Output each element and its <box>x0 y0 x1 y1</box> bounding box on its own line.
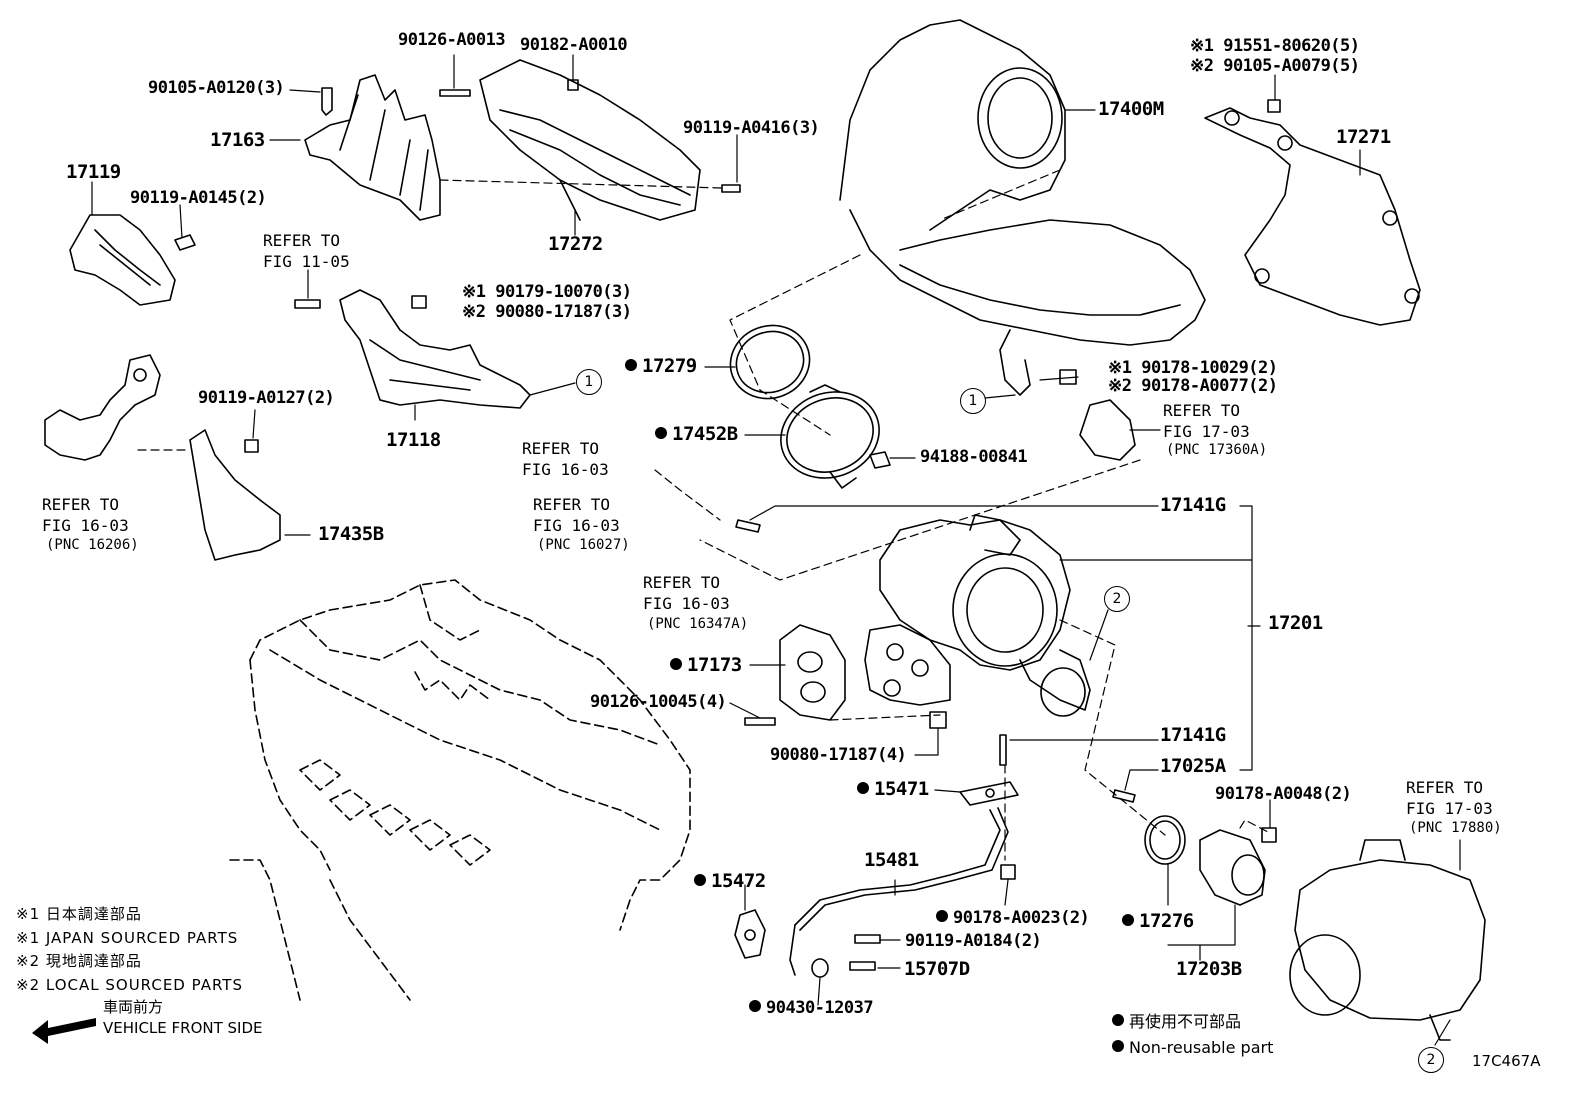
bracket-17119 <box>69 214 176 306</box>
label-90126-10045: 90126-10045(4) <box>590 692 727 712</box>
label-17271: 17271 <box>1336 126 1391 148</box>
label-90178-A0023: 90178-A0023(2) <box>936 910 1090 927</box>
label-17118: 17118 <box>386 429 441 451</box>
gasket-17276 <box>1144 815 1186 865</box>
label-90182-A0010: 90182-A0010 <box>520 35 628 55</box>
label-90105-A0079: ※2 90105-A0079(5) <box>1190 56 1360 76</box>
insulator-17163 <box>304 74 441 221</box>
gasket-15471 <box>959 781 1019 806</box>
ref-fig-16-03-c: REFER TO FIG 16-03 <box>533 495 620 535</box>
legend-japan-sourced-en: ※1 JAPAN SOURCED PARTS <box>16 929 239 947</box>
pipe-17360A <box>1079 399 1136 461</box>
ref-fig-11-05: REFER TO FIG 11-05 <box>263 231 350 271</box>
label-17435B: 17435B <box>318 523 384 545</box>
manifold-17400M <box>839 19 1206 396</box>
label-90178-10029: ※1 90178-10029(2) <box>1108 358 1278 378</box>
turbocharger-17201 <box>864 514 1091 717</box>
front-arrow <box>32 1018 96 1044</box>
callout-1-left: 1 <box>576 369 602 395</box>
label-90119-A0127: 90119-A0127(2) <box>198 388 335 408</box>
insulator-17272 <box>479 59 701 221</box>
ref-fig-16-03-a: REFER TO FIG 16-03 <box>42 495 129 535</box>
ref-fig-16-03-b: REFER TO FIG 16-03 <box>522 439 609 479</box>
label-17452B: 17452B <box>655 425 738 444</box>
callout-2-bottom: 2 <box>1418 1047 1444 1073</box>
legend-non-reusable-en: Non-reusable part <box>1112 1040 1273 1056</box>
pnc-17880: (PNC 17880) <box>1409 820 1502 836</box>
label-91551-80620: ※1 91551-80620(5) <box>1190 36 1360 56</box>
ref-fig-17-03-b: REFER TO FIG 17-03 <box>1406 778 1493 818</box>
legend-non-reusable-jp: 再使用不可部品 <box>1112 1014 1241 1030</box>
legend-vehicle-front-en: VEHICLE FRONT SIDE <box>103 1019 263 1037</box>
elbow-17203B <box>1199 829 1266 906</box>
callout-2-top: 2 <box>1104 586 1130 612</box>
ref-fig-17-03-a: REFER TO FIG 17-03 <box>1163 401 1250 441</box>
label-90178-A0077: ※2 90178-A0077(2) <box>1108 376 1278 396</box>
label-90119-A0184: 90119-A0184(2) <box>905 931 1042 951</box>
label-17201: 17201 <box>1268 612 1323 634</box>
label-90105-A0120: 90105-A0120(3) <box>148 78 285 98</box>
label-17173: 17173 <box>670 656 742 675</box>
label-17119: 17119 <box>66 161 121 183</box>
label-17141G-bottom: 17141G <box>1160 724 1226 746</box>
label-94188-00841: 94188-00841 <box>920 447 1028 467</box>
label-17279: 17279 <box>625 357 697 376</box>
label-17141G-top: 17141G <box>1160 494 1226 516</box>
label-15471: 15471 <box>857 780 929 799</box>
pnc-17360A: (PNC 17360A) <box>1166 442 1268 458</box>
assembly-dashes <box>137 169 1269 861</box>
label-90179-10070: ※1 90179-10070(3) <box>462 282 632 302</box>
label-17272: 17272 <box>548 233 603 255</box>
label-17276: 17276 <box>1122 912 1194 931</box>
bracket-17435B <box>189 429 281 561</box>
label-15481: 15481 <box>864 849 919 871</box>
fasteners <box>174 79 1281 978</box>
cover-17271 <box>1204 107 1421 326</box>
legend-local-sourced-jp: ※2 現地調達部品 <box>16 952 142 970</box>
callout-1-right: 1 <box>960 388 986 414</box>
label-90119-A0145: 90119-A0145(2) <box>130 188 267 208</box>
pnc-16206: (PNC 16206) <box>46 537 139 553</box>
legend-local-sourced-en: ※2 LOCAL SOURCED PARTS <box>16 976 243 994</box>
ref-fig-16-03-d: REFER TO FIG 16-03 <box>643 573 730 613</box>
label-90080-17187-3: ※2 90080-17187(3) <box>462 302 632 322</box>
gasket-17173 <box>779 624 846 721</box>
label-90178-A0048: 90178-A0048(2) <box>1215 784 1352 804</box>
engine-block-outline <box>229 579 691 1001</box>
pnc-16347A: (PNC 16347A) <box>647 616 749 632</box>
bracket-17118 <box>339 289 531 409</box>
pnc-16027: (PNC 16027) <box>537 537 630 553</box>
label-90119-A0416: 90119-A0416(3) <box>683 118 820 138</box>
label-90430-12037: 90430-12037 <box>749 1000 874 1017</box>
legend-vehicle-front-jp: 車両前方 <box>103 998 164 1016</box>
converter-17880 <box>1289 839 1486 1041</box>
label-17163: 17163 <box>210 129 265 151</box>
label-17203B: 17203B <box>1176 958 1242 980</box>
pipe-16206 <box>44 354 161 461</box>
label-17025A: 17025A <box>1160 755 1226 777</box>
label-90080-17187-4: 90080-17187(4) <box>770 745 907 765</box>
label-17400M: 17400M <box>1098 98 1164 120</box>
label-15707D: 15707D <box>904 958 970 980</box>
gasket-17279 <box>729 324 811 400</box>
label-90126-A0013: 90126-A0013 <box>398 30 506 50</box>
legend-japan-sourced-jp: ※1 日本調達部品 <box>16 905 142 923</box>
leader-lines <box>91 54 1461 1046</box>
gasket-15472 <box>734 909 766 959</box>
clamp-17452B <box>780 384 880 489</box>
label-15472: 15472 <box>694 872 766 891</box>
diagram-code: 17C467A <box>1472 1052 1541 1070</box>
